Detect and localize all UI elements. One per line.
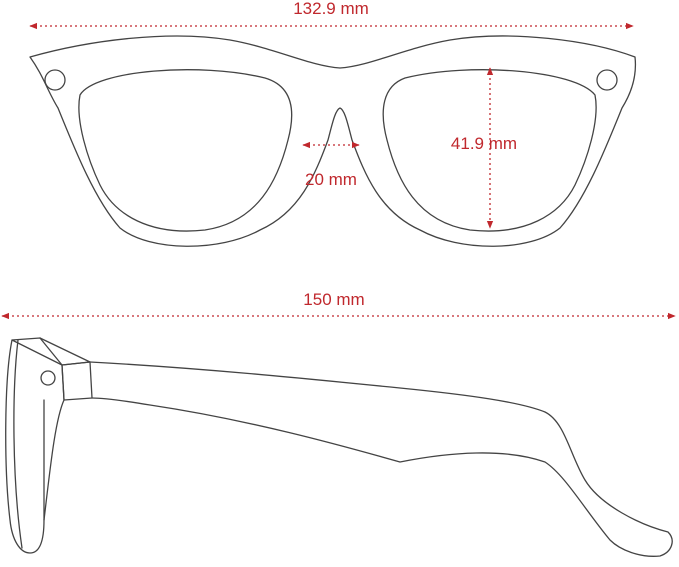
frame-side-face	[39, 337, 65, 521]
right-lens	[382, 69, 597, 232]
front-frame-outline	[29, 35, 637, 247]
dimension-overall-width: 132.9 mm	[29, 0, 634, 30]
temple-length-label: 150 mm	[303, 290, 364, 309]
front-view	[29, 35, 637, 247]
temple-arm	[89, 361, 673, 557]
left-hinge-rivet	[44, 69, 66, 91]
frame-front-edge	[5, 339, 45, 554]
overall-width-label: 132.9 mm	[293, 0, 369, 18]
dimension-temple-length: 150 mm	[1, 290, 676, 320]
dimension-lens-height: 41.9 mm	[451, 67, 517, 229]
bridge-width-label: 20 mm	[305, 170, 357, 189]
frame-inner-edge	[13, 339, 23, 549]
lens-height-label: 41.9 mm	[451, 134, 517, 153]
hinge-block	[61, 361, 93, 401]
side-hinge-rivet	[40, 370, 56, 386]
side-view	[5, 337, 673, 557]
left-lens	[78, 69, 293, 232]
right-hinge-rivet	[596, 69, 618, 91]
dimension-bridge-width: 20 mm	[302, 141, 360, 189]
